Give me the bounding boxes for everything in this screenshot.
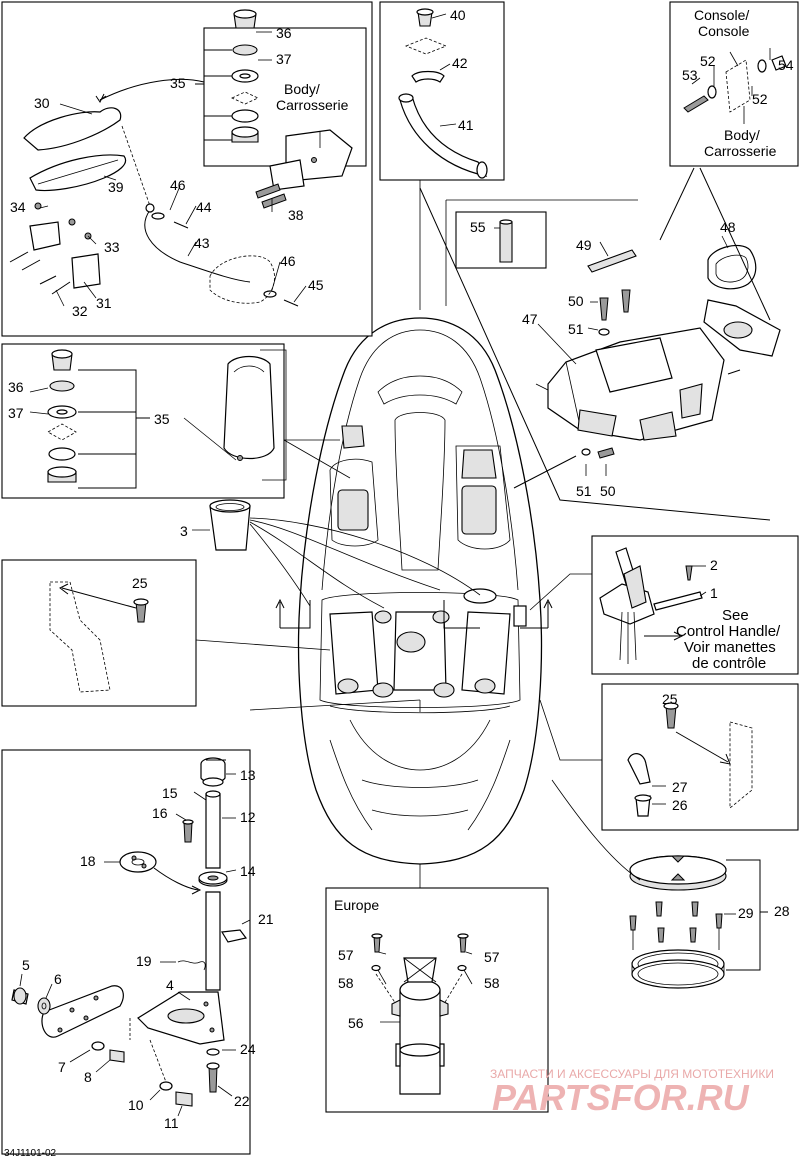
callout-50: 50: [568, 293, 584, 309]
callout-55: 55: [470, 219, 486, 235]
body-label-top-2: Carrosserie: [276, 97, 349, 113]
callout-44: 44: [196, 199, 212, 215]
callout-3: 3: [180, 523, 188, 539]
callout-7: 7: [58, 1059, 66, 1075]
callout-15: 15: [162, 785, 178, 801]
cup-holder-part: [192, 499, 481, 609]
callout-47: 47: [522, 311, 538, 327]
callout-22: 22: [234, 1093, 250, 1109]
clip-group: [539, 683, 799, 831]
callout-56: 56: [348, 1015, 364, 1031]
callout-57b: 57: [484, 949, 500, 965]
callout-25: 25: [132, 575, 148, 591]
callout-4: 4: [166, 977, 174, 993]
side-panel-group: [1, 559, 331, 707]
callout-50b: 50: [600, 483, 616, 499]
callout-25b: 25: [662, 691, 678, 707]
callout-28: 28: [774, 903, 790, 919]
callout-19: 19: [136, 953, 152, 969]
callout-39: 39: [108, 179, 124, 195]
callout-54: 54: [778, 57, 794, 73]
see-label-3: Voir manettes: [684, 639, 776, 656]
callout-11: 11: [164, 1115, 179, 1131]
europe-extinguisher-group: [325, 864, 549, 1113]
strap-anchor-group: [1, 343, 351, 499]
callout-34: 34: [10, 199, 26, 215]
callout-21: 21: [258, 911, 274, 927]
console-label-1: Console/: [694, 7, 749, 23]
watercraft-hull: [275, 317, 553, 865]
callout-5: 5: [22, 957, 30, 973]
callout-13: 13: [240, 767, 256, 783]
callout-58: 58: [338, 975, 354, 991]
callout-51b: 51: [576, 483, 592, 499]
europe-label: Europe: [334, 897, 379, 913]
callout-51: 51: [568, 321, 584, 337]
see-label-2: Control Handle/: [676, 623, 781, 640]
callout-38: 38: [288, 207, 304, 223]
callout-35: 35: [170, 75, 186, 91]
watermark-line-2: PARTSFOR.RU: [492, 1077, 750, 1118]
callout-36b: 36: [8, 379, 24, 395]
callout-10: 10: [128, 1097, 144, 1113]
watermark-line-1: ЗАПЧАСТИ И АКСЕССУАРЫ ДЛЯ МОТОТЕХНИКИ: [490, 1067, 774, 1081]
body-label-top-1: Body/: [284, 81, 320, 97]
callout-labels: 36 37 35 30 39 46 44 43 46 45 38 34 33 3…: [4, 7, 794, 1159]
diagram-code: 34J1101-02: [4, 1148, 57, 1159]
callout-14: 14: [240, 863, 256, 879]
console-label-2: Console: [698, 23, 750, 39]
callout-42: 42: [452, 55, 468, 71]
callout-45: 45: [308, 277, 324, 293]
control-handle-group: [529, 535, 799, 675]
access-cover-group: [551, 779, 768, 989]
callout-1: 1: [710, 585, 718, 601]
callout-29: 29: [738, 905, 754, 921]
callout-37: 37: [276, 51, 292, 67]
callout-58b: 58: [484, 975, 500, 991]
callout-8: 8: [84, 1069, 92, 1085]
console-fastener-group: [669, 1, 799, 167]
callout-46: 46: [170, 177, 186, 193]
callout-31: 31: [96, 295, 112, 311]
callout-52: 52: [700, 53, 716, 69]
callout-33: 33: [104, 239, 120, 255]
callout-6: 6: [54, 971, 62, 987]
body-label-right-2: Carrosserie: [704, 143, 777, 159]
callout-30: 30: [34, 95, 50, 111]
hose-group: [379, 1, 505, 310]
callout-43: 43: [194, 235, 210, 251]
callout-32: 32: [72, 303, 88, 319]
watermark: ЗАПЧАСТИ И АКСЕССУАРЫ ДЛЯ МОТОТЕХНИКИ PA…: [490, 1067, 774, 1118]
storage-console-group: [419, 167, 781, 521]
callout-36: 36: [276, 25, 292, 41]
seat-strap-group: [1, 1, 373, 337]
callout-53: 53: [682, 67, 698, 83]
callout-26: 26: [672, 797, 688, 813]
see-label-4: de contrôle: [692, 655, 766, 672]
callout-16: 16: [152, 805, 168, 821]
callout-57: 57: [338, 947, 354, 963]
callout-24: 24: [240, 1041, 256, 1057]
steering-column-group: [1, 699, 421, 1155]
leader-lines-top-left: [39, 31, 321, 307]
callout-41: 41: [458, 117, 474, 133]
callout-37b: 37: [8, 405, 24, 421]
callout-49: 49: [576, 237, 592, 253]
callout-52b: 52: [752, 91, 768, 107]
callout-48: 48: [720, 219, 736, 235]
callout-12: 12: [240, 809, 256, 825]
callout-27: 27: [672, 779, 688, 795]
callout-40: 40: [450, 7, 466, 23]
callout-18: 18: [80, 853, 96, 869]
body-label-right-1: Body/: [724, 127, 760, 143]
callout-46b: 46: [280, 253, 296, 269]
callout-35b: 35: [154, 411, 170, 427]
see-label-1: See: [722, 607, 749, 624]
callout-2: 2: [710, 557, 718, 573]
